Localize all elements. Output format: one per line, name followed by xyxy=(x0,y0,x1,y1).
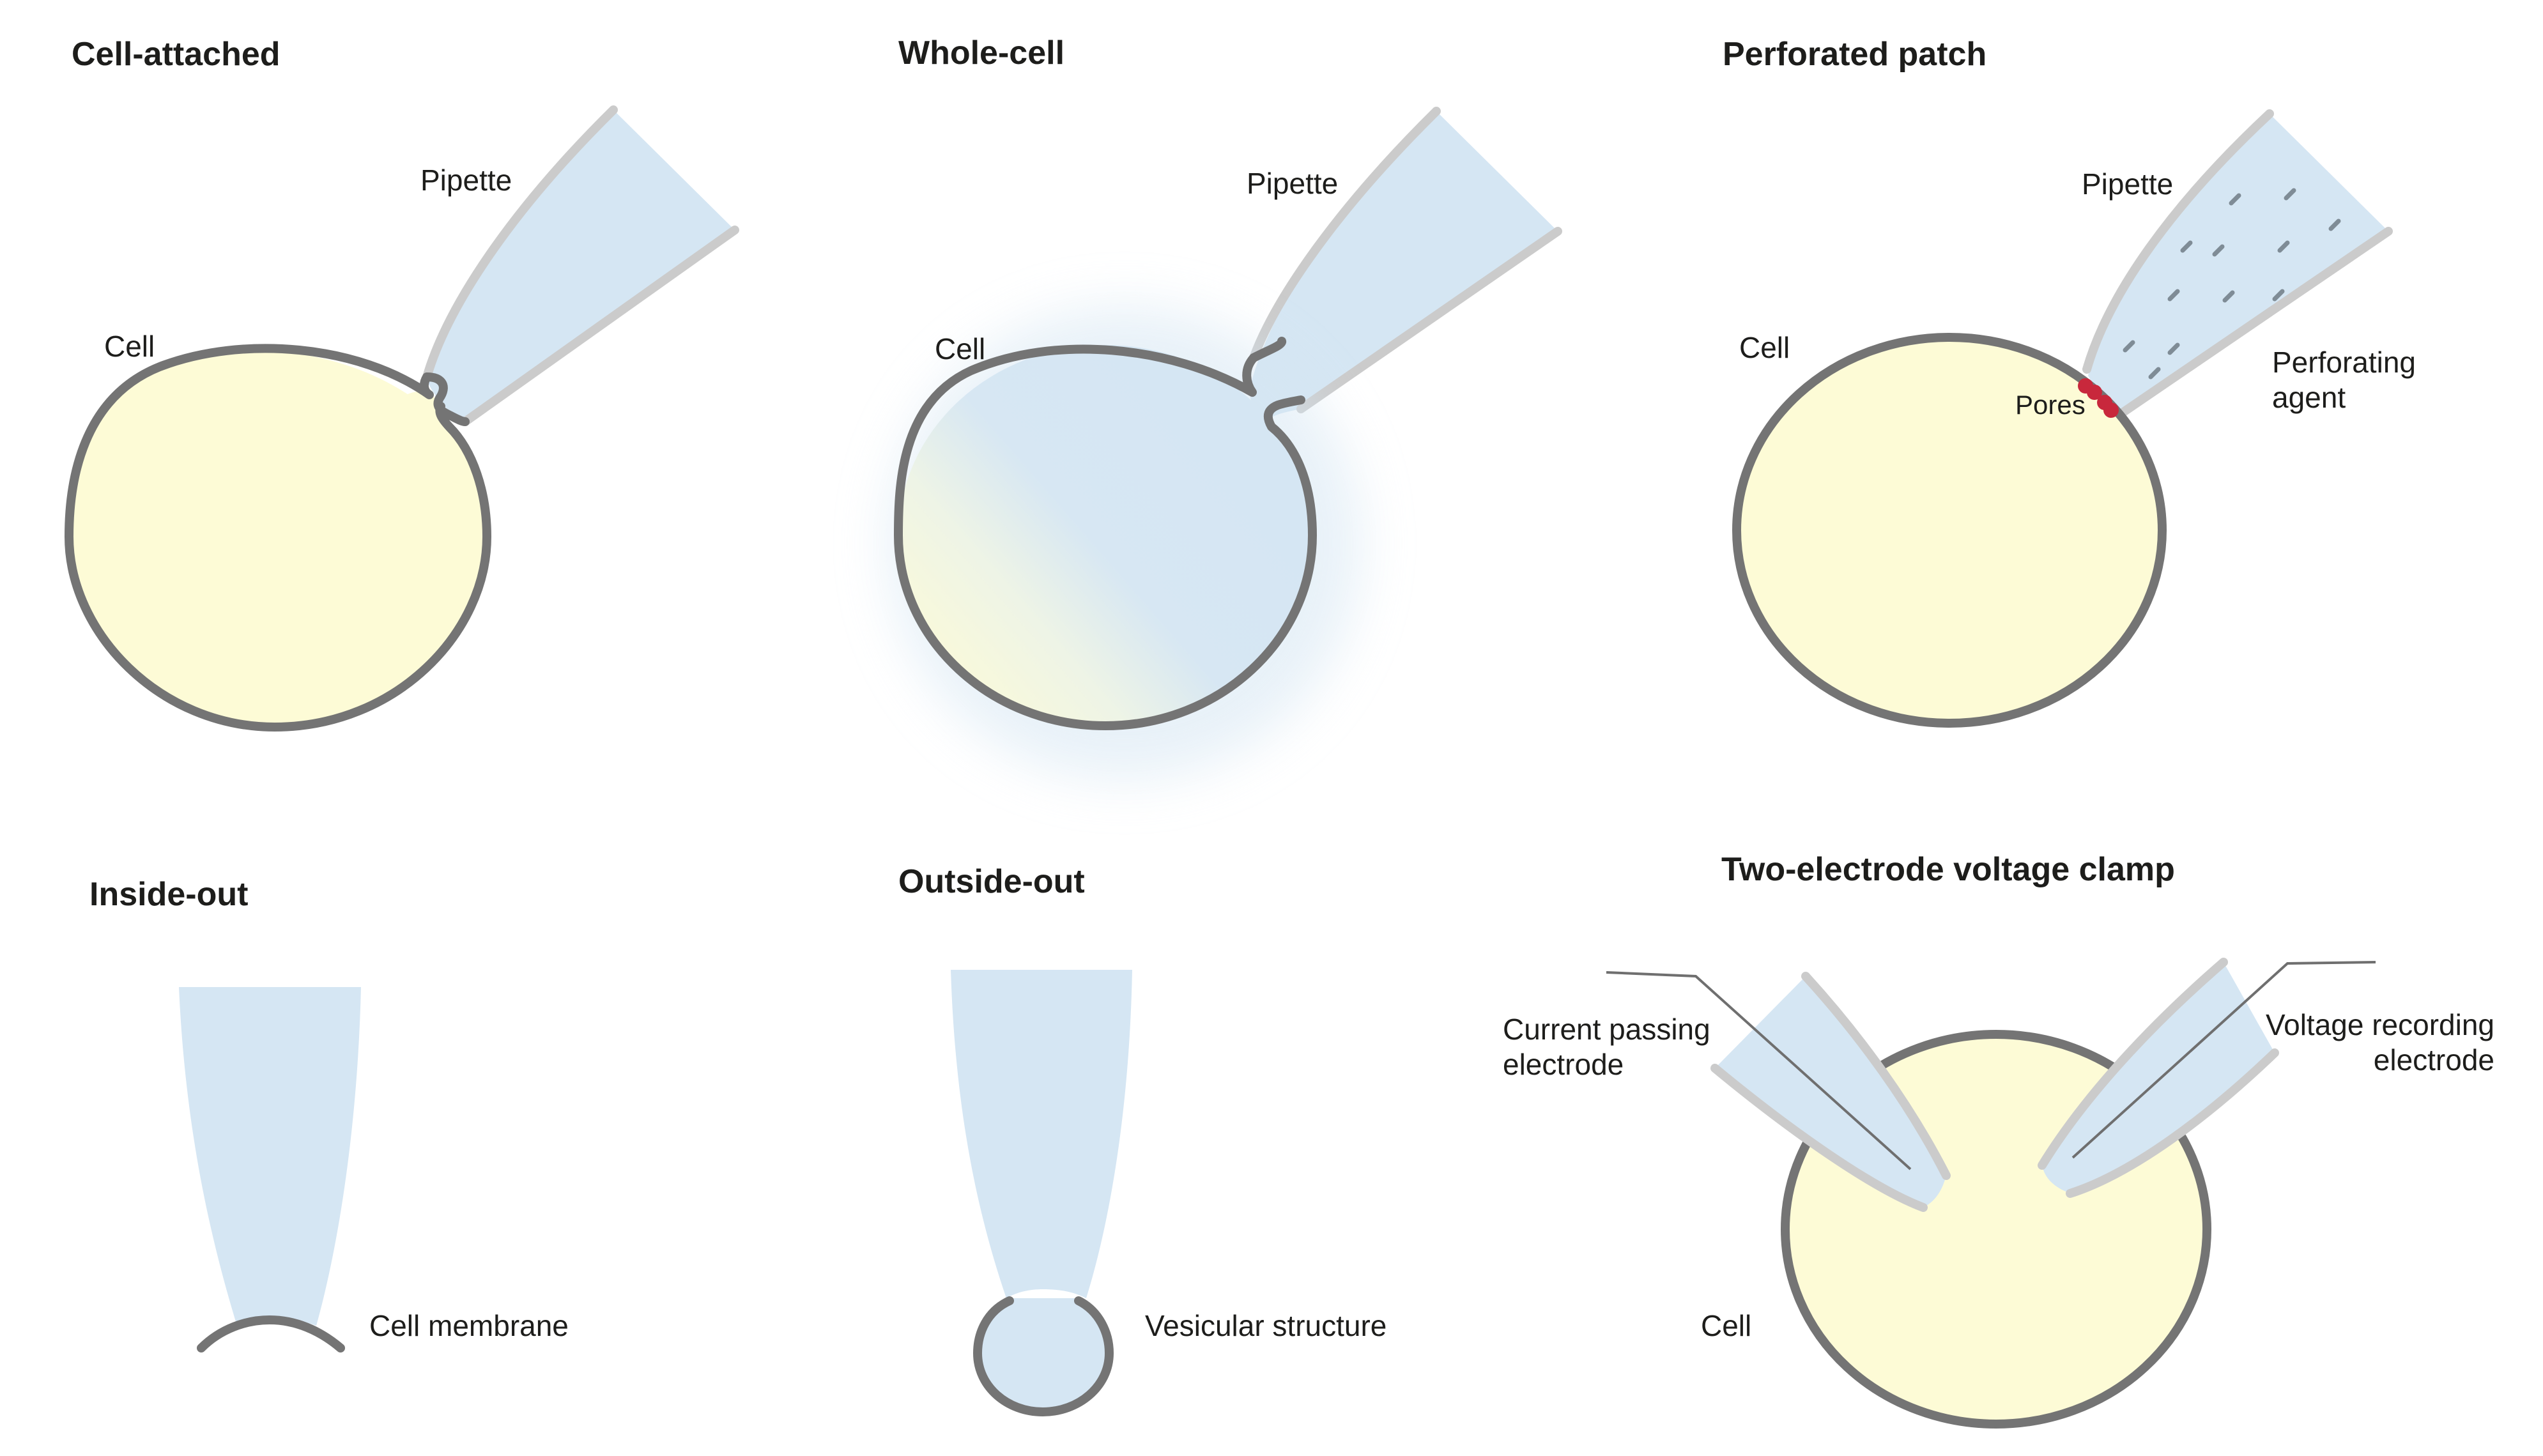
pipette xyxy=(2082,109,2393,420)
pipette-label: Pipette xyxy=(420,164,512,197)
membrane-opening xyxy=(1249,337,1286,362)
panel-two-electrode-voltage-clamp: Two-electrode voltage clamp Current pass… xyxy=(1503,851,2494,1429)
pipette xyxy=(951,970,1132,1298)
vesicle-membrane xyxy=(973,1296,1114,1416)
pipette xyxy=(422,105,739,426)
panel-title: Whole-cell xyxy=(898,34,1064,72)
pipette-label: Pipette xyxy=(2082,167,2173,201)
cell-body xyxy=(1737,337,2162,723)
current-passing-electrode xyxy=(1606,971,1951,1212)
pipette xyxy=(1249,107,1562,422)
perforating-agent-dashes xyxy=(2123,188,2341,379)
panel-title: Perforated patch xyxy=(1723,36,1986,73)
vesicle-fill xyxy=(976,1298,1110,1412)
membrane-pores xyxy=(2078,378,2119,418)
cell-body xyxy=(898,345,1312,726)
cell-label: Cell xyxy=(1701,1309,1751,1342)
perforating-agent-label-line2: agent xyxy=(2272,381,2346,414)
cell-body xyxy=(69,351,487,727)
voltage-electrode-label-line2: electrode xyxy=(2374,1043,2494,1077)
panel-title: Two-electrode voltage clamp xyxy=(1721,851,2175,888)
perforating-agent-label-line1: Perforating xyxy=(2272,346,2416,379)
cell-membrane xyxy=(1781,1030,2211,1429)
cell-membrane xyxy=(894,344,1317,730)
panel-inside-out: Inside-out Cell membrane xyxy=(89,876,569,1353)
vesicular-structure-label: Vesicular structure xyxy=(1145,1309,1387,1342)
panel-title: Cell-attached xyxy=(72,36,280,73)
cell-membrane xyxy=(65,344,491,732)
pipette-label: Pipette xyxy=(1247,167,1338,200)
cell-membrane xyxy=(1732,333,2167,728)
panel-outside-out: Outside-out Vesicular structure xyxy=(898,863,1387,1416)
panel-perforated-patch: Perforated patch Pipett xyxy=(1723,36,2416,728)
current-electrode-label-line2: electrode xyxy=(1503,1048,1624,1081)
pipette xyxy=(179,987,361,1326)
cell-membrane-label: Cell membrane xyxy=(369,1309,569,1342)
cell-label: Cell xyxy=(1739,331,1790,364)
panel-title: Outside-out xyxy=(898,863,1085,900)
current-electrode-label-line1: Current passing xyxy=(1503,1013,1710,1046)
panel-cell-attached: Cell-attached Pipette Cell xyxy=(65,36,739,732)
voltage-recording-electrode xyxy=(2038,958,2376,1198)
panel-title: Inside-out xyxy=(89,876,248,913)
cell-label: Cell xyxy=(104,330,155,363)
pores-label: Pores xyxy=(2015,390,2086,420)
cell-label: Cell xyxy=(935,332,985,365)
panel-whole-cell: Whole-cell Pipette Cell xyxy=(888,34,1562,779)
voltage-electrode-label-line1: Voltage recording xyxy=(2266,1008,2494,1041)
cell-membrane-patch xyxy=(197,1315,345,1353)
